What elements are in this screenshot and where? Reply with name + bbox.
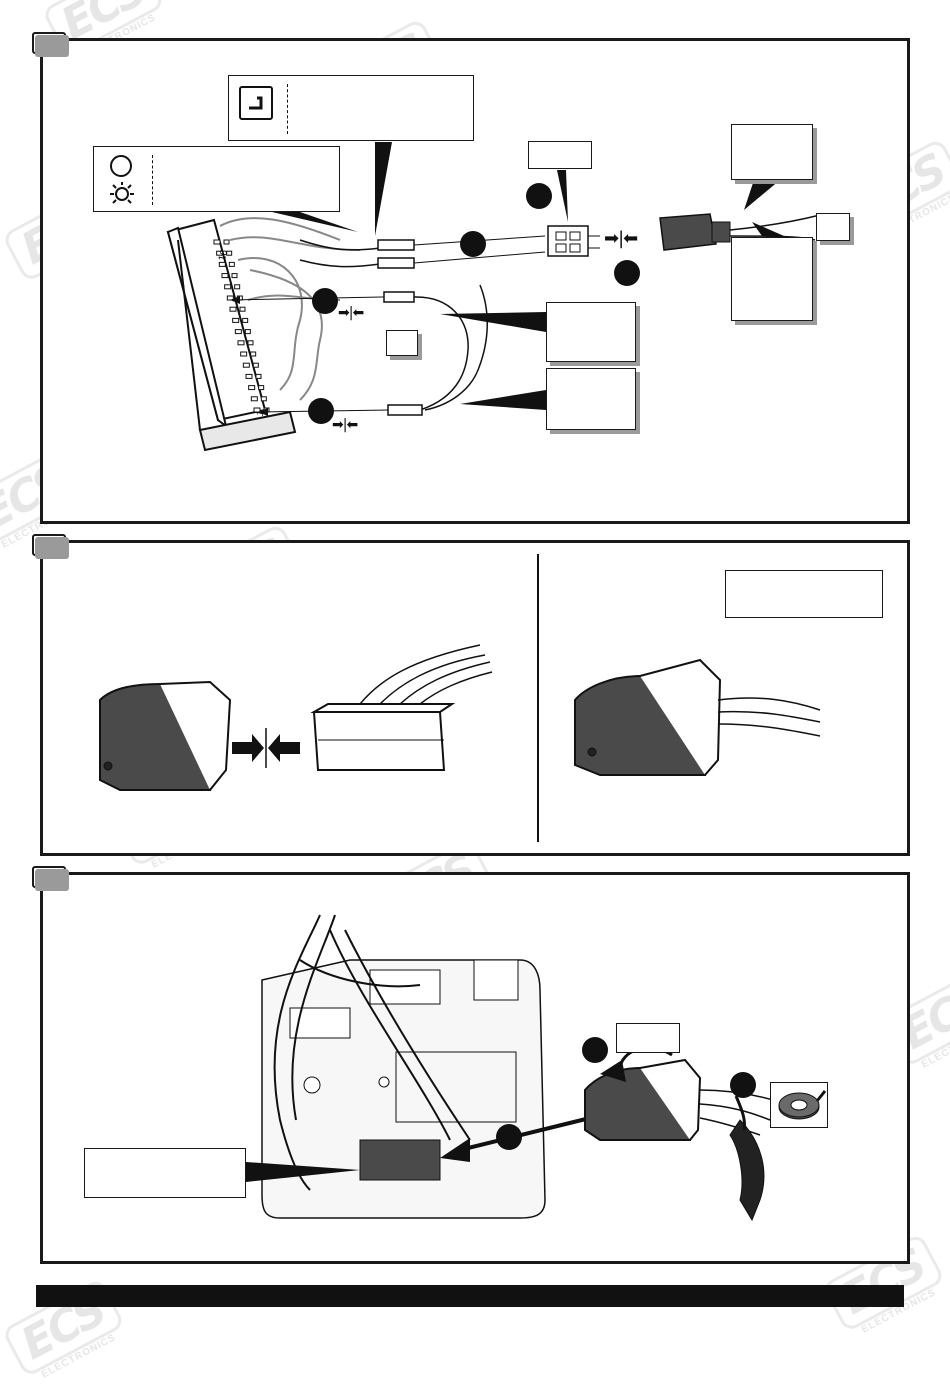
step-dot xyxy=(496,1124,522,1150)
connector-pin-slot xyxy=(240,351,248,357)
tape-icon-box xyxy=(770,1082,828,1128)
step-number-tab-1 xyxy=(32,32,69,57)
connector-pin-slot xyxy=(250,396,258,402)
footer-bar xyxy=(36,1285,904,1307)
callout-label-box-wire-1 xyxy=(546,302,636,362)
callout-label-box-wire-2 xyxy=(546,368,636,430)
step-dot xyxy=(460,231,486,257)
connector-pin-slot xyxy=(226,250,233,256)
connector-pin-slot xyxy=(231,273,238,279)
panel-2-label-box xyxy=(725,570,883,618)
step-number-tab-2 xyxy=(32,534,69,559)
connector-pin-slot xyxy=(216,250,224,256)
connector-pin-slot xyxy=(237,340,245,346)
step-dot xyxy=(308,398,334,424)
callout-label-box-top-right xyxy=(731,124,813,180)
connector-pin-slot xyxy=(223,239,230,245)
connector-pin-slot xyxy=(242,317,249,323)
step-number-tab-3 xyxy=(32,866,69,891)
connector-pin-slot xyxy=(229,306,237,312)
callout-label-box-mid-right xyxy=(731,237,813,321)
small-tag-box-right xyxy=(816,213,850,241)
power-light-label-box xyxy=(93,146,340,212)
connector-pin-slot xyxy=(234,329,242,335)
wire-routing-icon xyxy=(239,86,273,120)
connector-pin-slot xyxy=(239,306,246,312)
connector-pin-slot xyxy=(250,351,257,357)
connector-pin-slot xyxy=(252,362,259,368)
connector-pin-slot xyxy=(253,407,261,413)
connector-pin-slot xyxy=(234,284,241,290)
panel-3-installation-diagram xyxy=(246,914,791,1222)
connector-pin-slot xyxy=(255,373,262,379)
step-dot xyxy=(312,288,338,314)
panel-3-label-box-left xyxy=(84,1148,246,1198)
wire-routing-label-box xyxy=(228,75,474,141)
iso-connector-block xyxy=(166,218,297,452)
connector-pin-slot xyxy=(232,317,240,323)
panel-1-wiring-diagram xyxy=(166,142,821,452)
panel-2-divider xyxy=(537,554,539,842)
insulation-tape-icon xyxy=(778,1090,827,1120)
connector-pin-slot xyxy=(260,396,267,402)
connector-pin-slot xyxy=(221,273,229,279)
connector-pin-slot xyxy=(244,329,251,335)
step-dot xyxy=(582,1037,608,1063)
step-dot xyxy=(730,1072,756,1098)
step-dot xyxy=(614,260,640,286)
connector-pin-slot xyxy=(248,385,256,391)
circle-icon xyxy=(110,155,132,177)
connect-arrows-icon: ➡|⬅ xyxy=(338,305,364,321)
connect-arrows-icon: ➡|⬅ xyxy=(604,228,638,249)
connector-pin-slot xyxy=(228,261,235,267)
connector-pin-slot xyxy=(247,340,254,346)
small-tag-box-center xyxy=(386,330,418,356)
panel-3-label-box-plug xyxy=(616,1023,680,1053)
connector-pin-slot xyxy=(245,373,253,379)
connect-arrows-icon: ➡|⬅ xyxy=(332,417,358,433)
connector-pin-slot xyxy=(218,261,226,267)
light-bulb-icon xyxy=(110,182,134,204)
socket-label-box xyxy=(528,141,592,169)
connector-pin-slot xyxy=(224,284,232,290)
connector-pin-slot xyxy=(213,239,221,245)
connector-pin-slot xyxy=(242,362,250,368)
panel-2-connector-diagram xyxy=(99,644,821,791)
connector-pin-slot xyxy=(258,385,265,391)
step-dot xyxy=(526,183,552,209)
